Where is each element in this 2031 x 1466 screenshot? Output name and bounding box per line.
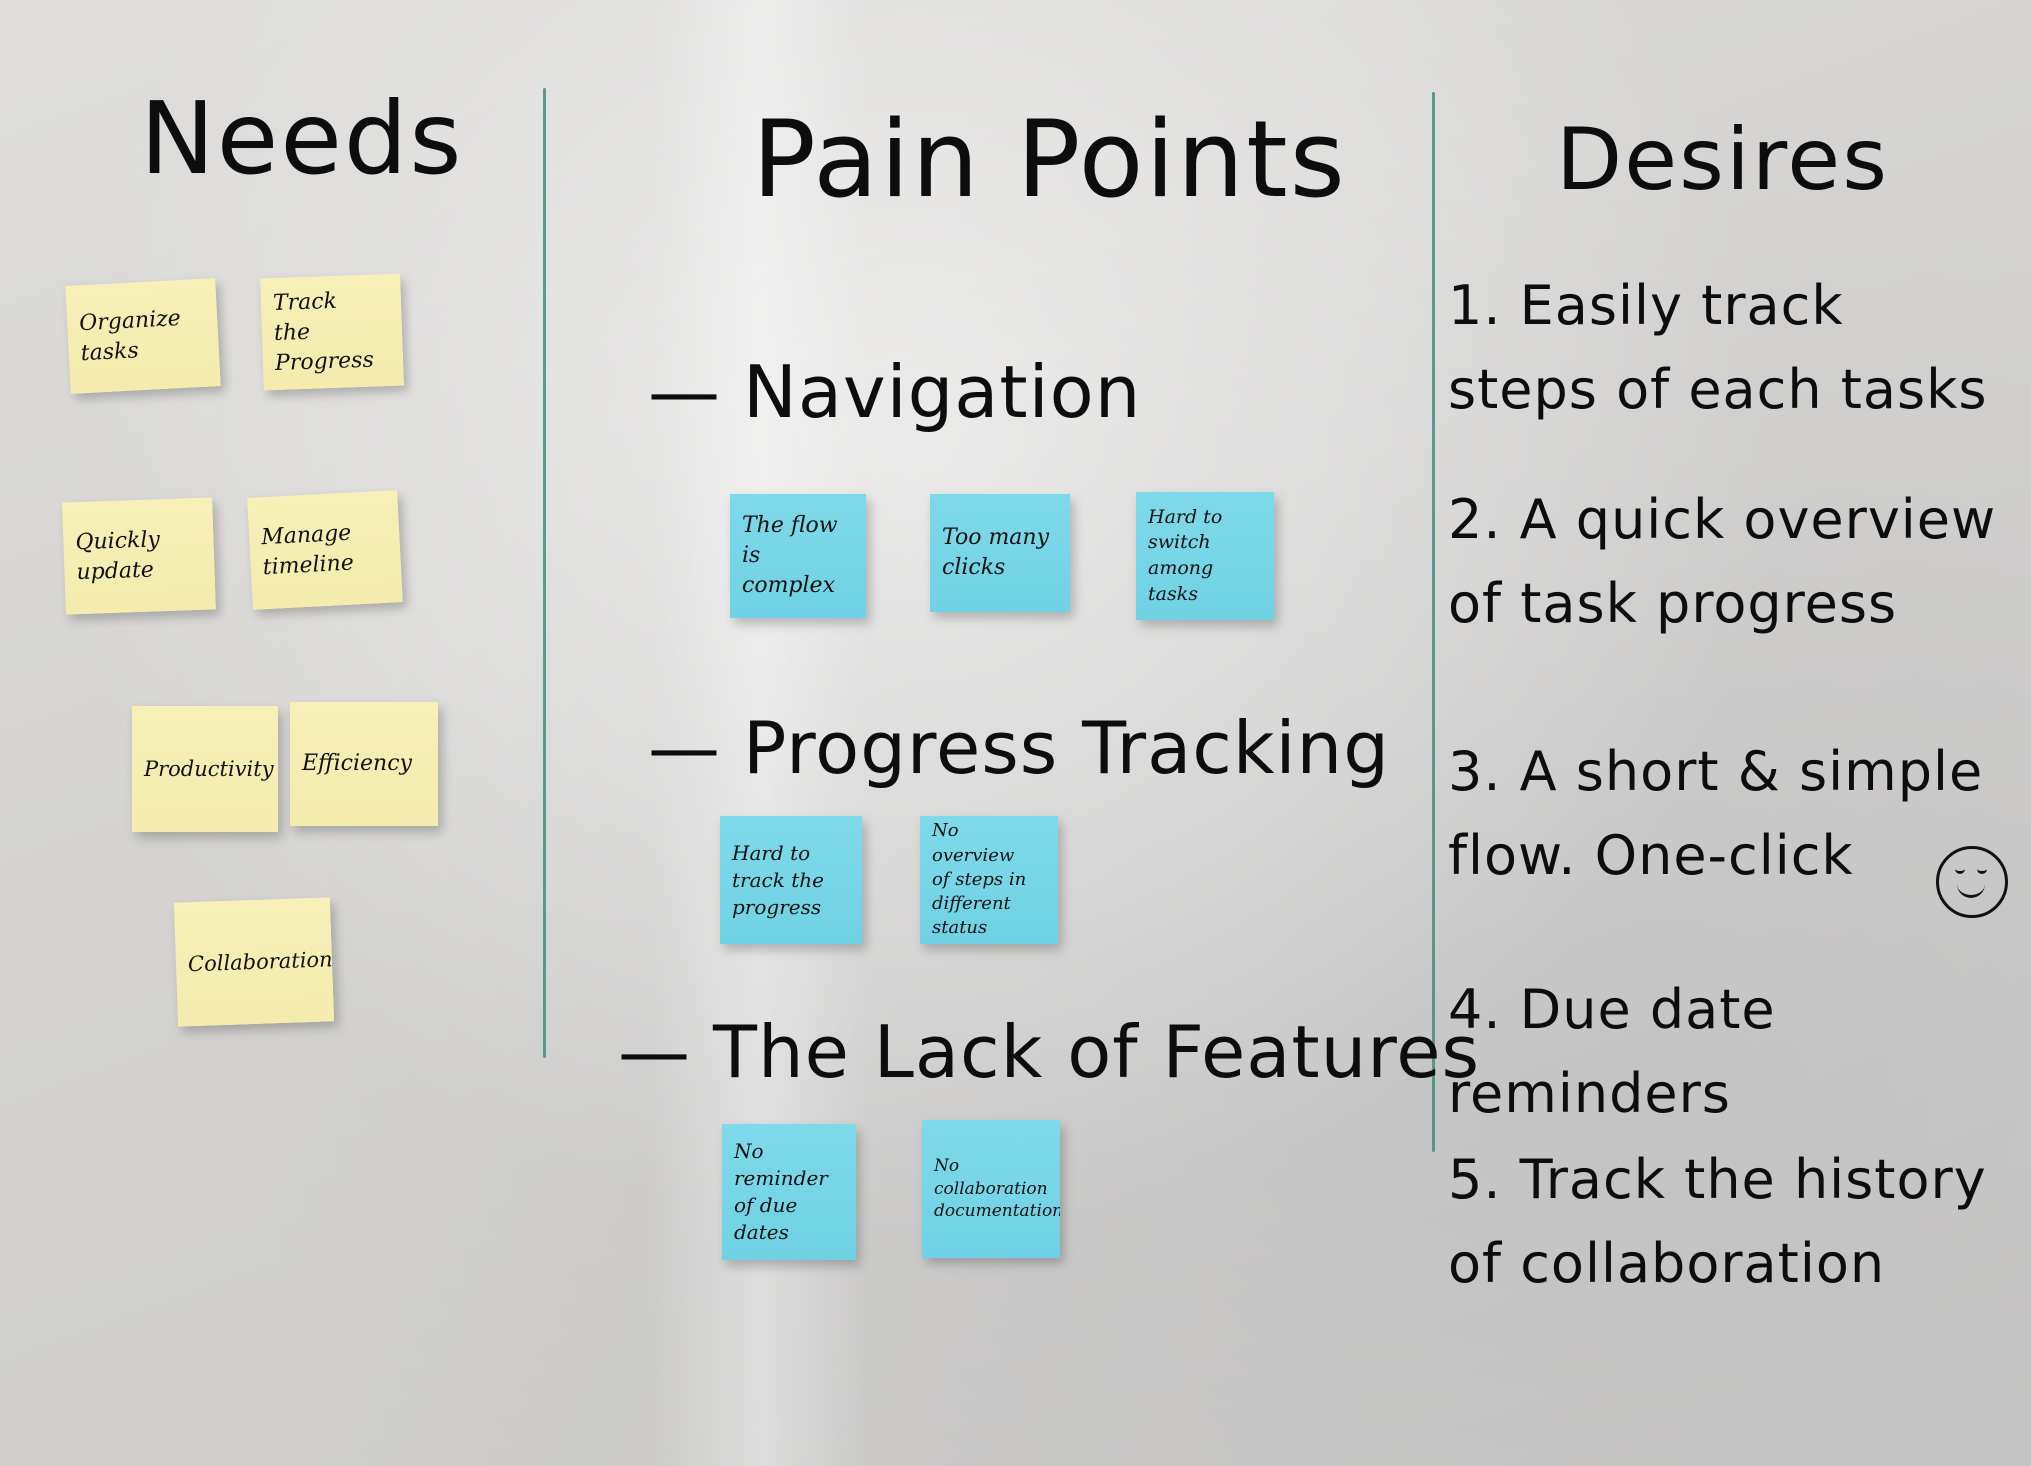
pain-note-no-collaboration-doc: No collaboration documentation [922,1120,1060,1258]
pain-note-flow-complex: The flow is complex [730,494,866,618]
dash-icon: — [618,1010,691,1094]
desire-item-1: 1. Easily track steps of each tasks [1448,274,1988,421]
smiley-left-eye-icon [1955,867,1965,874]
desire-item-4: 4. Due date reminders [1448,978,1776,1125]
smiley-face-icon [1936,846,2008,918]
needs-note-collaboration: Collaboration [173,897,335,1027]
desire-item-5: 5. Track the history of collaboration [1448,1148,1987,1295]
pain-note-hard-to-switch: Hard to switch among tasks [1136,492,1274,620]
pain-note-no-overview: No overview of steps in different status [920,816,1058,944]
smiley-mouth-icon [1957,879,1985,898]
needs-note-track-progress: Track the Progress [260,273,404,391]
dash-icon: — [648,706,721,790]
needs-note-productivity: Productivity [132,706,278,832]
navigation-label-text: Navigation [743,350,1142,434]
smiley-right-eye-icon [1977,867,1987,874]
pain-group-progress-tracking-label: — Progress Tracking [648,706,1390,790]
desires-heading: Desires [1556,110,1890,210]
needs-note-manage-timeline: Manage timeline [247,490,403,610]
desire-item-3: 3. A short & simple flow. One-click [1448,740,1984,887]
progress-tracking-label-text: Progress Tracking [743,706,1390,790]
column-divider-right [1432,92,1435,1152]
pain-note-too-many-clicks: Too many clicks [930,494,1070,612]
dash-icon: — [648,350,721,434]
pain-note-hard-to-track: Hard to track the progress [720,816,862,944]
pain-group-navigation-label: — Navigation [648,350,1141,434]
pain-points-heading: Pain Points [752,98,1347,221]
needs-note-quickly-update: Quickly update [62,497,216,615]
column-divider-left [543,88,546,1058]
desire-item-2: 2. A quick overview of task progress [1448,488,1997,635]
needs-note-organize-tasks: Organize tasks [65,278,221,394]
pain-group-lack-of-features-label: — The Lack of Features [618,1010,1480,1094]
needs-heading: Needs [140,80,464,197]
lack-of-features-label-text: The Lack of Features [713,1010,1481,1094]
pain-note-no-reminder: No reminder of due dates [722,1124,856,1260]
needs-note-efficiency: Efficiency [290,702,438,826]
